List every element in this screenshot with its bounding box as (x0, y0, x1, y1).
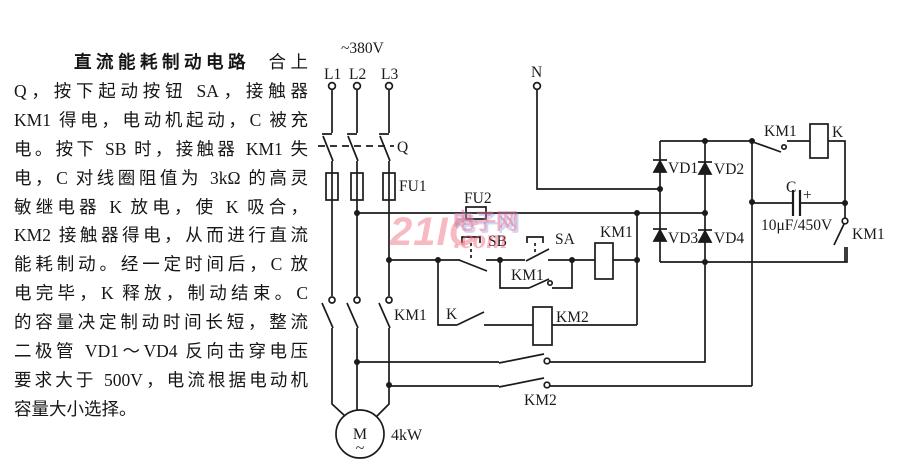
text-line: 要求大于 500V，电流根据电动机 (14, 369, 308, 390)
diode-vd3 (652, 228, 668, 242)
sb-button-cap (461, 236, 481, 243)
sa-button-cap (526, 236, 544, 243)
text-line: 电，C 对线圈阻值为 3kΩ 的高灵 (14, 167, 308, 188)
text-line: 电。按下 SB 时，接触器 KM1 失 (14, 138, 308, 159)
text-line: 二极管 VD1～VD4 反向击穿电压 (14, 341, 308, 362)
junction-dots (354, 138, 848, 388)
label-sb: SB (488, 233, 507, 250)
label-l3: L3 (381, 66, 398, 83)
text-line: 能耗制动。经一定时间后，C 放 (14, 254, 308, 275)
km1-main-contacts (321, 296, 393, 329)
label-k-coil: K (832, 124, 844, 141)
label-cap-rating: 10μF/450V (761, 217, 833, 234)
label-km2-contacts: KM2 (524, 392, 557, 409)
km2-braking-lines (357, 262, 752, 389)
text-line: KM1 得电，电动机起动，C 被充 (14, 109, 308, 130)
diode-vd2 (697, 161, 713, 175)
label-vd1: VD1 (668, 160, 698, 177)
label-km1-main: KM1 (394, 307, 427, 324)
label-plus: + (803, 187, 812, 204)
label-voltage: ~380V (341, 40, 385, 57)
label-vd2: VD2 (714, 161, 744, 178)
motor-symbol (335, 409, 385, 459)
article-title: 直流能耗制动电路 (74, 52, 250, 72)
label-motor-power: 4kW (391, 427, 423, 444)
label-c: C (786, 179, 796, 196)
text-line: 敏继电器 K 放电，使 K 吸合， (14, 196, 308, 217)
label-km2-coil: KM2 (556, 309, 589, 326)
fuse-fu2 (465, 206, 487, 220)
control-line-fu2 (357, 206, 705, 325)
neutral-line (532, 81, 660, 190)
text-line: 容量大小选择。 (14, 398, 137, 419)
diode-vd4 (697, 229, 713, 243)
description-text: 直流能耗制动电路合上 Q，按下起动按钮 SA，接触器 KM1 得电，电动机起动，… (14, 48, 308, 424)
label-q: Q (397, 139, 408, 156)
label-motor-m: M (353, 426, 367, 443)
bridge-rectifier (652, 140, 848, 263)
text-line: 直流能耗制动电路合上 (74, 52, 308, 72)
label-km1-aux: KM1 (511, 267, 544, 284)
text-line: KM2 接触器得电，从而进行直流 (14, 225, 308, 246)
schematic-labels: ~380V L1 L2 L3 N Q FU1 FU2 SB SA KM1 KM1… (324, 40, 885, 457)
label-fu2: FU2 (464, 190, 492, 207)
label-sa: SA (555, 231, 576, 248)
label-km1-coil: KM1 (600, 224, 633, 241)
label-km1-nc: KM1 (764, 123, 797, 140)
label-fu1: FU1 (399, 178, 427, 195)
km1-aux-branch (499, 260, 573, 289)
phase-lines (318, 81, 396, 417)
text-line: Q，按下起动按钮 SA，接触器 (14, 80, 308, 101)
km1-nc-contact (752, 141, 782, 153)
k-km2-rung (437, 260, 637, 346)
text-line: 的容量决定制动时间长短，整流 (14, 312, 308, 333)
label-k-contact: K (446, 306, 458, 323)
label-vd3: VD3 (668, 230, 698, 247)
fuse-fu1 (350, 172, 364, 201)
text-line: 电完毕，K 释放，制动结束。C (14, 283, 308, 304)
k-coil (809, 123, 829, 159)
km1-coil (594, 242, 614, 280)
label-motor-wave: ~ (356, 440, 365, 457)
k-relay-capacitor-branch (751, 123, 849, 386)
fuse-fu1 (325, 172, 339, 201)
label-vd4: VD4 (714, 230, 744, 247)
km2-coil (532, 306, 553, 346)
label-l2: L2 (349, 66, 366, 83)
fuse-fu1 (382, 172, 396, 201)
label-l1: L1 (324, 66, 341, 83)
diode-vd1 (652, 159, 668, 173)
label-km1-no: KM1 (852, 226, 885, 243)
label-n: N (531, 64, 542, 81)
